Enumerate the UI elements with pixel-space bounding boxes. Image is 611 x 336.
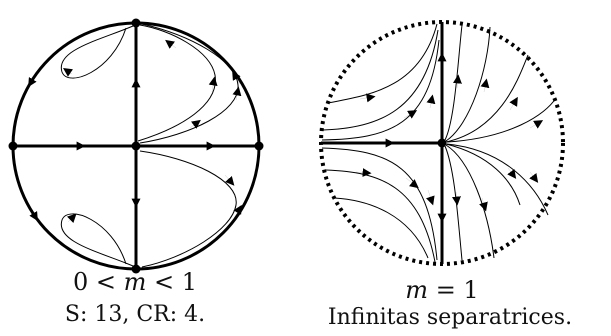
orbit-lower-right [139, 150, 237, 268]
caption-left-condition: 0 < m < 1 [72, 268, 198, 296]
arrow-upper-right-2b [165, 39, 177, 49]
arrow-right-upper-3 [509, 96, 518, 111]
arrow-upper-right-1 [189, 119, 201, 129]
arrow-left-upper-3 [426, 94, 436, 109]
orbit-left-upper-1 [327, 23, 438, 104]
arrow-right-lower-3 [507, 167, 517, 179]
orbit-right-upper-4 [446, 97, 557, 143]
singular-point-right [254, 141, 264, 151]
arrow-left-lower-2 [405, 177, 419, 189]
orbit-right-upper-3 [445, 54, 529, 143]
arrow-upper-right-2 [232, 86, 242, 101]
singular-point-bottom [131, 264, 141, 274]
singular-point-origin [437, 138, 447, 148]
orbit-left-lower-3 [333, 197, 429, 259]
phase-portrait-left [8, 18, 264, 274]
arrow-right-lower-2 [479, 197, 488, 212]
orbit-left-lower-2 [325, 169, 436, 263]
arrow-left-upper-2 [403, 110, 418, 119]
caption-right-summary: Infinitas separatrices. [327, 305, 573, 330]
arrow-right-upper-4 [529, 120, 544, 129]
arrow-boundary-upper-left [28, 73, 37, 88]
orbit-left-lower-1 [321, 147, 438, 261]
singular-point-left [8, 141, 18, 151]
orbit-right-upper-2 [445, 26, 491, 142]
orbit-left-upper-3 [321, 39, 440, 141]
orbit-right-lower-2 [445, 144, 495, 259]
singular-point-top [131, 18, 141, 28]
arrow-right-upper-1 [452, 74, 462, 89]
caption-left-summary: S: 13, CR: 4. [64, 302, 206, 327]
arrow-right-lower-1 [451, 191, 461, 206]
orbit-right-lower-3 [445, 143, 521, 206]
orbit-upper-right-1 [137, 24, 216, 142]
orbit-right-lower-1 [444, 145, 463, 261]
arrow-left-lower-1 [355, 168, 372, 178]
phase-portrait-right [319, 20, 565, 266]
arrow-boundary-lower-left [29, 207, 38, 222]
arrow-upper-left-loop [63, 68, 73, 77]
arrow-right-upper-2 [480, 78, 490, 93]
orbit-lower-left-loop [60, 213, 134, 267]
arrow-boundary-lower-right [233, 204, 242, 219]
caption-right-condition: m = 1 [405, 276, 479, 304]
orbit-left-upper-2 [322, 29, 439, 131]
arrow-lower-left-loop [66, 213, 77, 224]
orbit-upper-left-loop [60, 25, 134, 79]
orbit-right-upper-1 [444, 24, 463, 141]
arrow-left-upper-1 [359, 93, 376, 103]
orbit-upper-right-2 [139, 23, 239, 144]
arrow-right-lower-4 [529, 171, 539, 183]
arrow-lower-right [224, 174, 235, 186]
arrow-left-lower-3 [426, 189, 435, 206]
arrow-upper-right-1b [208, 76, 218, 93]
orbit-right-lower-4 [446, 143, 549, 216]
singular-point-origin [131, 141, 141, 151]
